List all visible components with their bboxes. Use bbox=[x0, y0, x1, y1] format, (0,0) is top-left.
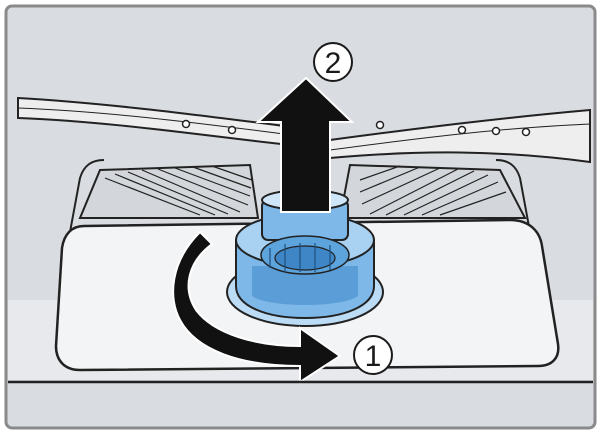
spray-nozzle bbox=[521, 127, 531, 137]
step-2-label: 2 bbox=[313, 42, 353, 82]
spray-nozzle bbox=[227, 125, 237, 135]
lift-arrow bbox=[255, 76, 355, 213]
spray-nozzle bbox=[375, 120, 385, 130]
step-2-number: 2 bbox=[325, 47, 342, 80]
spray-arm bbox=[17, 96, 591, 164]
step-1-number: 1 bbox=[365, 340, 382, 373]
filter-grille-housing bbox=[69, 159, 531, 233]
spray-nozzle bbox=[181, 119, 191, 129]
step-1-label: 1 bbox=[353, 335, 393, 375]
rotate-arrow bbox=[172, 230, 342, 384]
spray-nozzle bbox=[491, 126, 501, 136]
spray-nozzle bbox=[457, 125, 467, 135]
